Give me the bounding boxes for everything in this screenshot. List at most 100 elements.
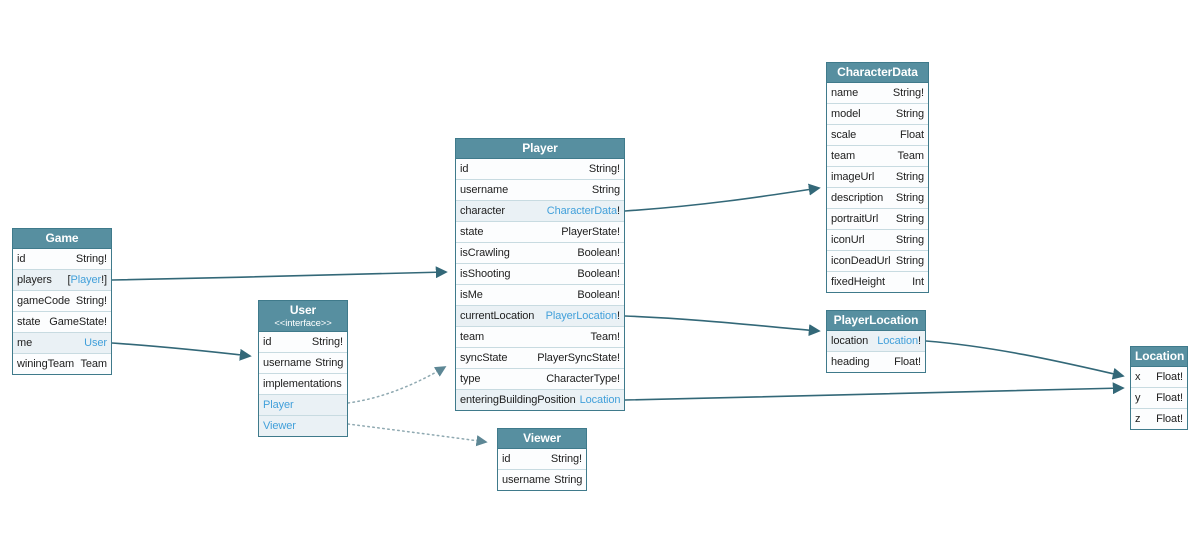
field-name: id — [263, 336, 272, 348]
table-title-playerlocation[interactable]: PlayerLocation — [827, 311, 925, 331]
edge-playerlocation-location-to-location[interactable] — [925, 340, 1125, 380]
field-type: String! — [588, 163, 620, 175]
table-title-viewer[interactable]: Viewer — [498, 429, 586, 449]
field-type: PlayerState! — [561, 226, 620, 238]
field-name: Viewer — [263, 420, 296, 432]
field-name: isMe — [460, 289, 483, 301]
field-name: id — [502, 453, 511, 465]
table-title-player[interactable]: Player — [456, 139, 624, 159]
field-row-z[interactable]: z Float! — [1131, 408, 1187, 429]
table-title-characterdata[interactable]: CharacterData — [827, 63, 928, 83]
table-title-location[interactable]: Location — [1131, 347, 1187, 367]
field-row-Player[interactable]: Player — [259, 394, 347, 415]
field-type: Location — [580, 392, 621, 408]
field-type: String — [895, 255, 924, 267]
table-title-text: Player — [522, 141, 558, 155]
field-name: z — [1135, 413, 1141, 425]
field-row-state[interactable]: state GameState! — [13, 311, 111, 332]
table-title-game[interactable]: Game — [13, 229, 111, 249]
edge-player-enteringbuildingposition-to-location[interactable] — [624, 382, 1125, 401]
field-row-id[interactable]: id String! — [259, 332, 347, 352]
edge-game-players-to-player[interactable] — [111, 266, 448, 281]
field-type: CharacterType! — [546, 373, 620, 385]
field-type: Team! — [590, 331, 621, 343]
field-type: Boolean! — [577, 268, 620, 280]
field-type: String — [895, 108, 924, 120]
field-type: Team — [80, 358, 108, 370]
field-type: CharacterData! — [546, 205, 620, 217]
field-name: state — [17, 316, 41, 328]
field-name: username — [263, 357, 312, 369]
field-type: String — [895, 171, 924, 183]
field-type: String! — [311, 336, 343, 348]
field-type: Location! — [877, 335, 921, 347]
edge-user-impl-player[interactable] — [347, 366, 447, 404]
field-name: players — [17, 274, 52, 286]
field-type: String — [895, 234, 924, 246]
edge-player-currentlocation-to-playerlocation[interactable] — [624, 315, 821, 337]
field-type: Float! — [1156, 413, 1183, 425]
type-link: Location — [579, 394, 621, 406]
field-name: username — [502, 474, 551, 486]
field-name: currentLocation — [460, 310, 535, 322]
field-type: String! — [550, 453, 582, 465]
table-title-user[interactable]: User <<interface>> — [259, 301, 347, 332]
field-name: syncState — [460, 352, 508, 364]
field-type: GameState! — [49, 316, 107, 328]
edge-player-character-to-characterdata[interactable] — [624, 183, 821, 212]
field-name: y — [1135, 392, 1141, 404]
field-row-players[interactable]: players[Player!] — [13, 269, 111, 290]
field-type: String — [554, 474, 583, 486]
type-link: Player — [70, 274, 102, 286]
field-row-implementations[interactable]: implementations — [259, 373, 347, 394]
field-row-Viewer[interactable]: Viewer — [259, 415, 347, 436]
edge-game-me-to-user[interactable] — [111, 342, 252, 361]
edge-user-impl-viewer[interactable] — [347, 423, 488, 447]
field-name: username — [460, 184, 509, 196]
table-title-text: Location — [1135, 349, 1185, 363]
field-name: portraitUrl — [831, 213, 879, 225]
field-name: heading — [831, 356, 870, 368]
field-row-id[interactable]: id String! — [498, 449, 586, 469]
